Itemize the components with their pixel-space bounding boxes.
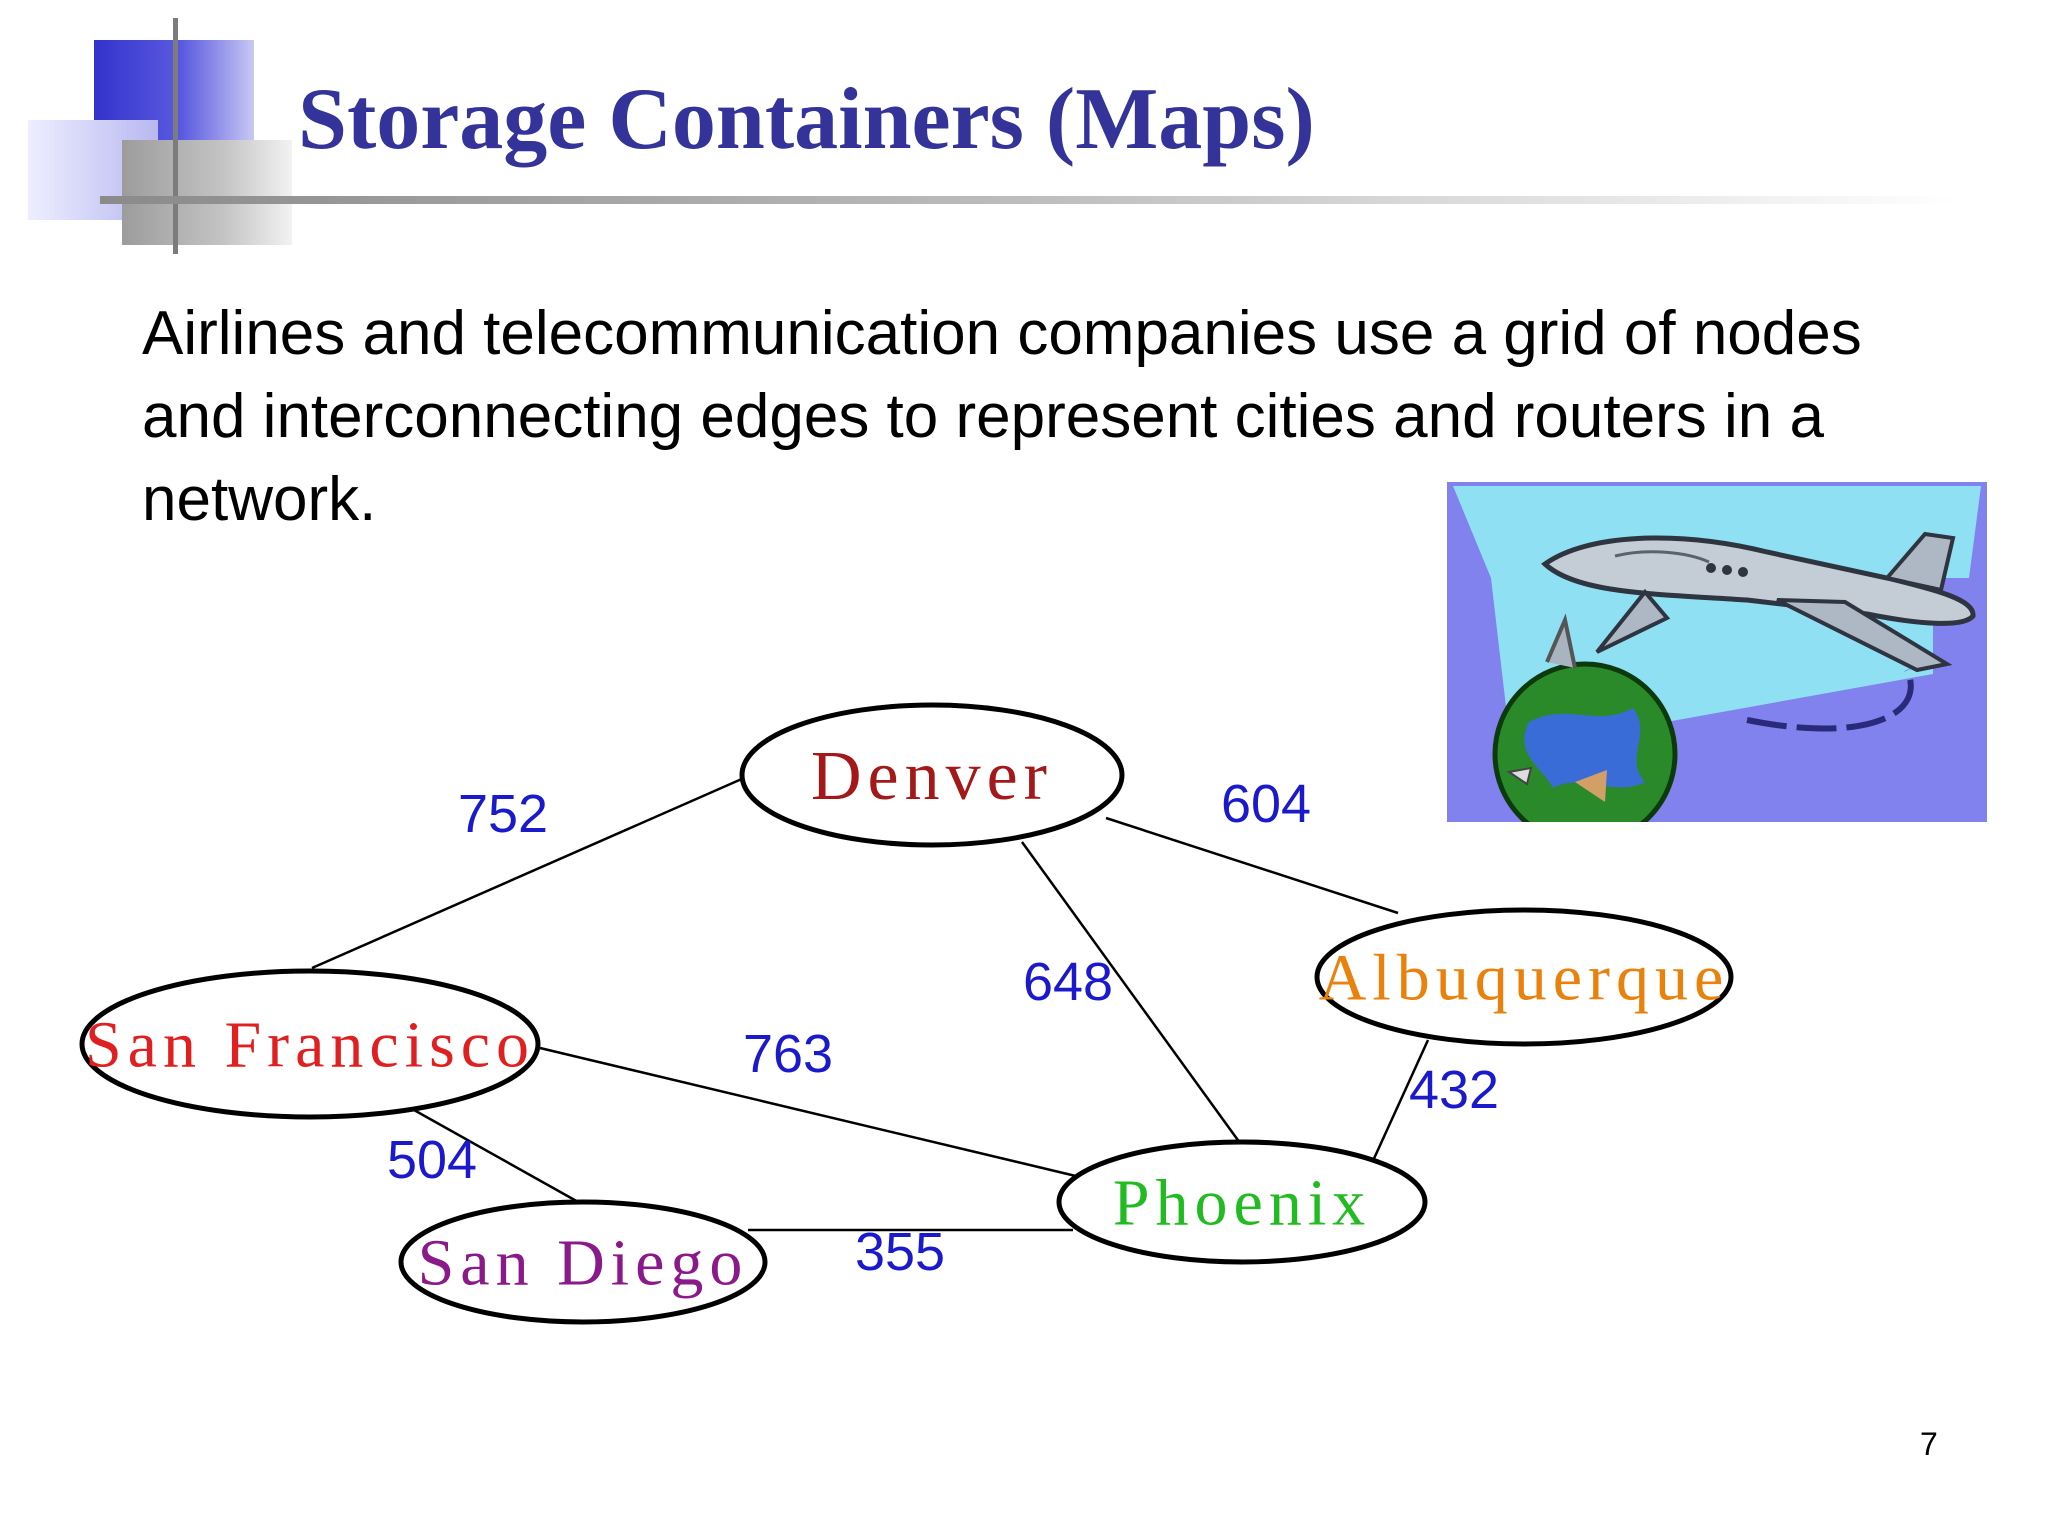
edge-label-albuquerque-phoenix: 432 — [1409, 1060, 1499, 1120]
city-ellipse-denver — [739, 702, 1125, 848]
city-label-san-diego: San Diego — [418, 1226, 749, 1299]
deco-vertical-line — [173, 18, 178, 254]
city-ellipse-albuquerque — [1314, 907, 1734, 1047]
edge-denver-albuquerque — [1105, 816, 1399, 915]
title-underline — [100, 196, 1960, 204]
city-node-denver: Denver — [739, 702, 1125, 848]
edge-san-francisco-denver — [311, 776, 745, 970]
header-decoration — [0, 0, 300, 260]
city-node-san-francisco: San Francisco — [79, 968, 541, 1120]
deco-gray-square — [122, 140, 292, 245]
city-node-san-diego: San Diego — [398, 1199, 768, 1325]
airplane-globe-icon — [1447, 482, 1987, 822]
edge-albuquerque-phoenix — [1370, 1039, 1430, 1164]
page-number: 7 — [1920, 1426, 1938, 1462]
edge-label-denver-albuquerque: 604 — [1221, 774, 1311, 834]
edge-label-san-francisco-phoenix: 763 — [743, 1024, 833, 1084]
city-node-phoenix: Phoenix — [1056, 1139, 1428, 1265]
city-label-albuquerque: Albuquerque — [1319, 941, 1730, 1014]
edge-label-san-francisco-denver: 752 — [458, 784, 548, 844]
city-label-denver: Denver — [811, 738, 1053, 815]
city-label-phoenix: Phoenix — [1113, 1166, 1371, 1239]
edge-label-denver-phoenix: 648 — [1023, 952, 1113, 1012]
city-ellipse-phoenix — [1056, 1139, 1428, 1265]
city-ellipse-san-francisco — [79, 968, 541, 1120]
edges-layer — [311, 776, 1430, 1232]
edge-label-san-francisco-san-diego: 504 — [387, 1130, 477, 1190]
edge-san-francisco-san-diego — [413, 1108, 581, 1205]
edge-labels-layer: 752 604 648 763 432 504 355 — [387, 774, 1499, 1282]
slide-title: Storage Containers (Maps) — [298, 71, 1315, 168]
slide-body-text: Airlines and telecommunication companies… — [142, 299, 1862, 534]
edge-label-san-diego-phoenix: 355 — [855, 1222, 945, 1282]
edge-denver-phoenix — [1020, 841, 1242, 1144]
city-ellipse-san-diego — [398, 1199, 768, 1325]
city-label-san-francisco: San Francisco — [85, 1008, 535, 1081]
edge-san-francisco-phoenix — [539, 1046, 1081, 1179]
city-node-albuquerque: Albuquerque — [1314, 907, 1734, 1047]
